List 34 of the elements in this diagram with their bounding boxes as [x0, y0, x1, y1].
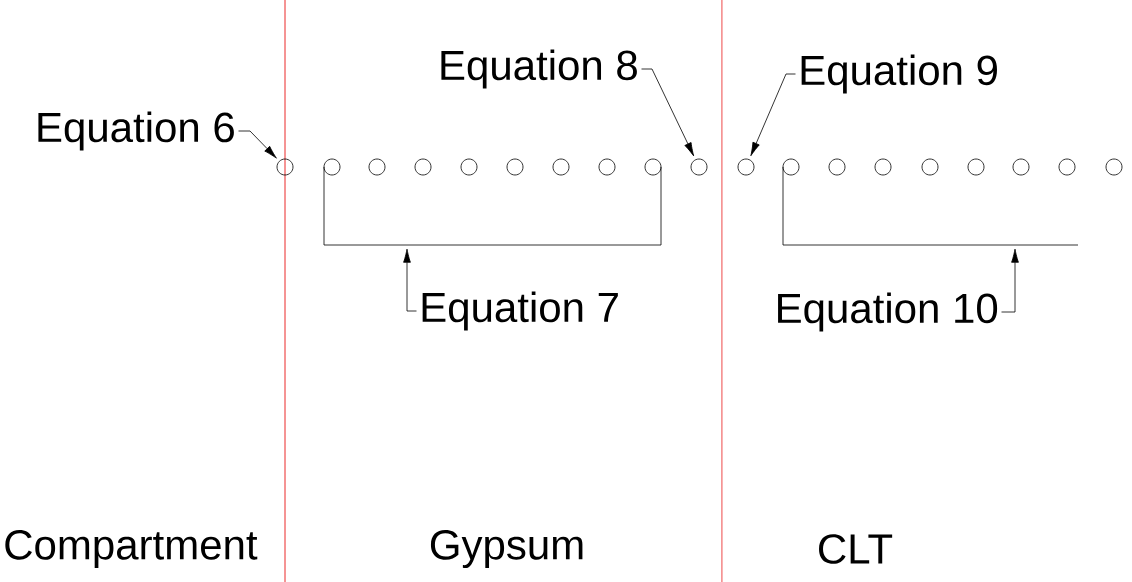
node-circle	[737, 158, 755, 176]
node-circle	[460, 158, 478, 176]
equation-label: Equation 9	[801, 54, 997, 94]
equation-label: Equation 6	[38, 111, 234, 151]
node-circle	[874, 158, 892, 176]
node-circle	[1105, 158, 1123, 176]
leader-line	[1001, 248, 1019, 313]
node-circle	[323, 158, 341, 176]
equation-label: Equation 8	[441, 49, 637, 89]
layer-label: CLT	[819, 534, 893, 564]
node-circle	[644, 158, 662, 176]
node-circle	[506, 158, 524, 176]
node-circle	[828, 158, 846, 176]
node-circle	[598, 158, 616, 176]
node-circle	[921, 158, 939, 176]
leader-line	[238, 130, 277, 159]
leader-line	[750, 73, 796, 157]
node-circle	[1058, 158, 1076, 176]
node-circle	[1012, 158, 1030, 176]
node-circle	[552, 158, 570, 176]
node-circle	[368, 158, 386, 176]
leader-line	[641, 68, 695, 157]
bracket	[782, 166, 1079, 246]
layer-label: Compartment	[5, 530, 258, 569]
node-circle	[782, 158, 800, 176]
bracket	[323, 166, 662, 246]
equation-label: Equation 7	[422, 291, 618, 331]
node-circle	[276, 158, 294, 176]
node-circle	[967, 158, 985, 176]
leader-line	[403, 248, 417, 312]
node-circle	[690, 158, 708, 176]
equation-label: Equation 10	[778, 292, 998, 332]
layer-label: Gypsum	[430, 530, 583, 569]
node-circle	[414, 158, 432, 176]
